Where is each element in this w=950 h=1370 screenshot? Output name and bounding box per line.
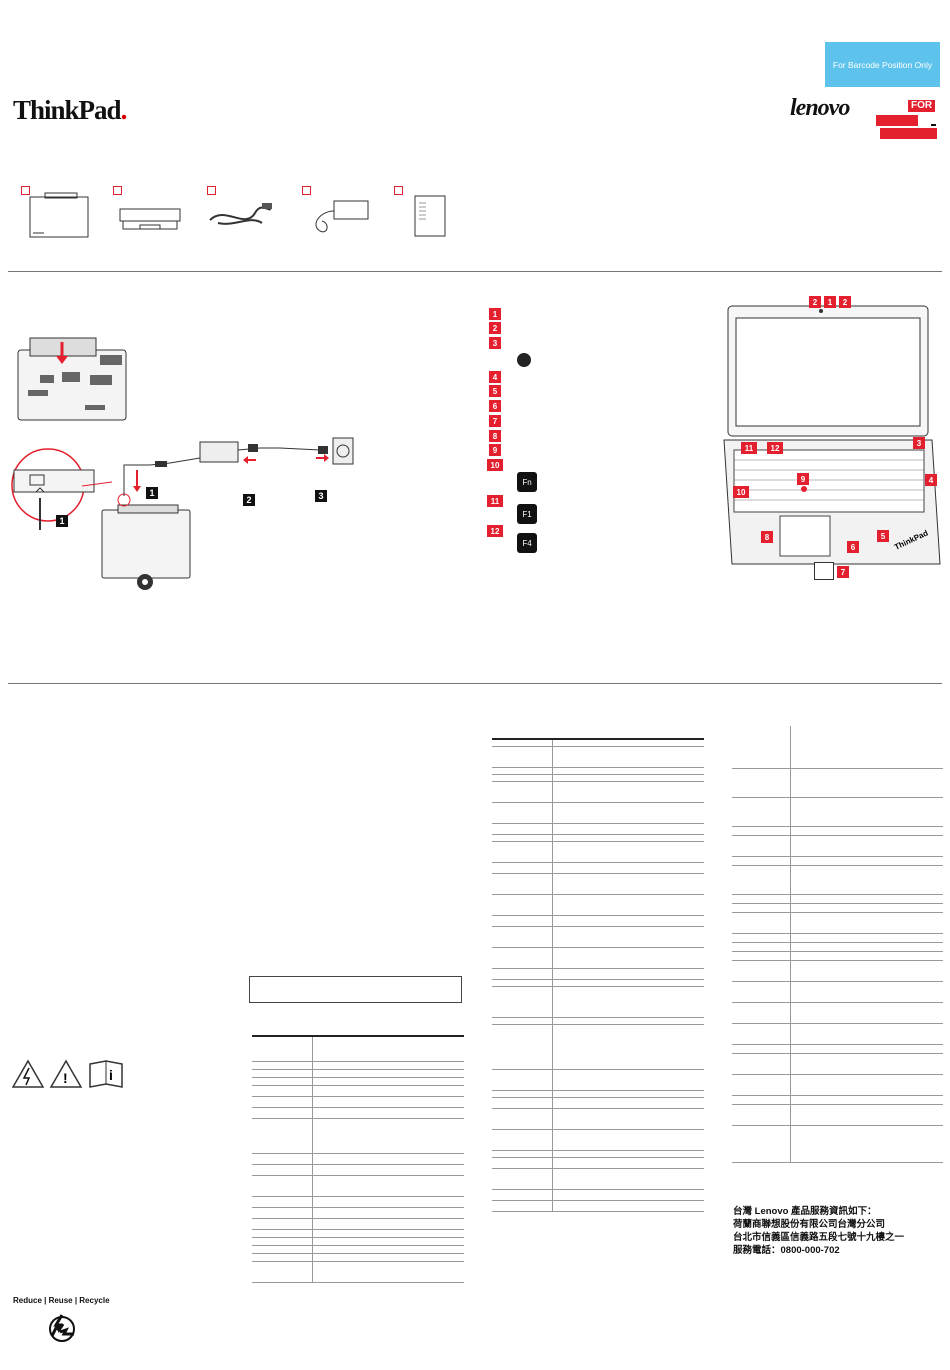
overview-callout-5: 5 — [877, 530, 889, 542]
barcode-placeholder: For Barcode Position Only — [825, 42, 940, 87]
callout-3: 3 — [489, 337, 501, 349]
callout-7: 7 — [489, 415, 501, 427]
setup-illustrations — [11, 337, 354, 590]
overview-callout-6: 6 — [847, 541, 859, 553]
checkbox-documentation — [394, 186, 403, 195]
power-connection-illustration — [11, 437, 354, 590]
for-badge-text: FOR — [911, 100, 933, 111]
taiwan-info-line-1: 台灣 Lenovo 產品服務資訊如下： — [733, 1206, 877, 1217]
callout-8: 8 — [489, 430, 501, 442]
callout-1: 1 — [489, 308, 501, 320]
overview-callout-4: 4 — [925, 474, 937, 486]
table-2-header — [492, 728, 552, 740]
recycle-icon — [49, 1314, 75, 1342]
laptop-bottom-illustration — [17, 337, 127, 421]
checkbox-ac-adapter — [302, 186, 311, 195]
f4-key-icon: F4 — [517, 533, 537, 553]
checkbox-computer — [21, 186, 30, 195]
lenovo-logo: lenovo — [790, 95, 850, 122]
taiwan-info-line-3: 台北市信義區信義路五段七號十九樓之一 — [733, 1232, 905, 1243]
step-badge-2: 2 — [243, 494, 255, 506]
overview-callout-10: 10 — [733, 486, 749, 498]
f1-key-icon: F1 — [517, 504, 537, 524]
divider-1 — [8, 271, 942, 272]
note-box — [249, 976, 462, 1003]
callout-2: 2 — [489, 322, 501, 334]
overview-callout-9: 9 — [797, 473, 809, 485]
overview-callout-12: 12 — [767, 442, 783, 454]
step-badge-1b: 1 — [56, 515, 68, 527]
overview-callout-1: 1 — [824, 296, 836, 308]
taiwan-info-line-4: 服務電話：0800-000-702 — [733, 1245, 840, 1256]
red-label-block-1 — [876, 115, 918, 126]
overview-callout-7: 7 — [837, 566, 849, 578]
safety-icons: ! i — [12, 1059, 123, 1088]
taiwan-service-info: 台灣 Lenovo 產品服務資訊如下： 荷蘭商聯想股份有限公司台灣分公司 台北市… — [733, 1205, 904, 1257]
callout-5: 5 — [489, 385, 501, 397]
thinkpad-logo: ThinkPad. — [13, 95, 127, 125]
electric-hazard-icon — [12, 1059, 45, 1088]
callout-12: 12 — [487, 525, 503, 537]
thinkpad-logo-text: ThinkPad — [13, 95, 122, 125]
overview-callout-2a: 2 — [809, 296, 821, 308]
fn-key-icon: Fn — [517, 472, 537, 492]
table-1 — [252, 1025, 464, 1283]
overview-callout-2b: 2 — [839, 296, 851, 308]
read-manual-icon: i — [89, 1060, 123, 1088]
svg-text:!: ! — [63, 1070, 68, 1086]
lenovo-logo-text: lenovo — [790, 95, 850, 121]
step-badge-3: 3 — [315, 490, 327, 502]
laptop-overview-illustration: ThinkPad — [723, 305, 941, 565]
package-illustrations — [29, 192, 446, 238]
callout-6: 6 — [489, 400, 501, 412]
step-badge-1: 1 — [146, 487, 158, 499]
table-2 — [492, 728, 704, 1212]
callout-11: 11 — [487, 495, 503, 507]
power-cord-illustration — [209, 203, 272, 225]
table-3 — [732, 726, 943, 1163]
recycle-label: Reduce | Reuse | Recycle — [13, 1296, 110, 1305]
caution-icon: ! — [49, 1059, 83, 1088]
trackpad-key-icon — [814, 562, 834, 580]
overview-callout-8: 8 — [761, 531, 773, 543]
overview-callout-11: 11 — [741, 442, 757, 454]
power-button-icon — [517, 353, 531, 367]
red-label-block-2 — [880, 128, 937, 139]
battery-illustration — [119, 208, 181, 230]
documentation-illustration — [414, 195, 446, 237]
overview-callout-3: 3 — [913, 437, 925, 449]
computer-illustration — [29, 192, 89, 238]
svg-text:i: i — [109, 1067, 113, 1083]
callout-9: 9 — [489, 444, 501, 456]
table-1-header — [252, 1025, 312, 1037]
for-badge: FOR — [908, 100, 936, 112]
ac-adapter-illustration — [315, 200, 369, 233]
taiwan-info-line-2: 荷蘭商聯想股份有限公司台灣分公司 — [733, 1219, 886, 1230]
callout-4: 4 — [489, 371, 501, 383]
callout-10: 10 — [487, 459, 503, 471]
dash-mark — [931, 124, 936, 126]
divider-2 — [8, 683, 942, 684]
checkbox-power-cord — [207, 186, 216, 195]
checkbox-battery — [113, 186, 122, 195]
barcode-text: For Barcode Position Only — [832, 59, 933, 70]
